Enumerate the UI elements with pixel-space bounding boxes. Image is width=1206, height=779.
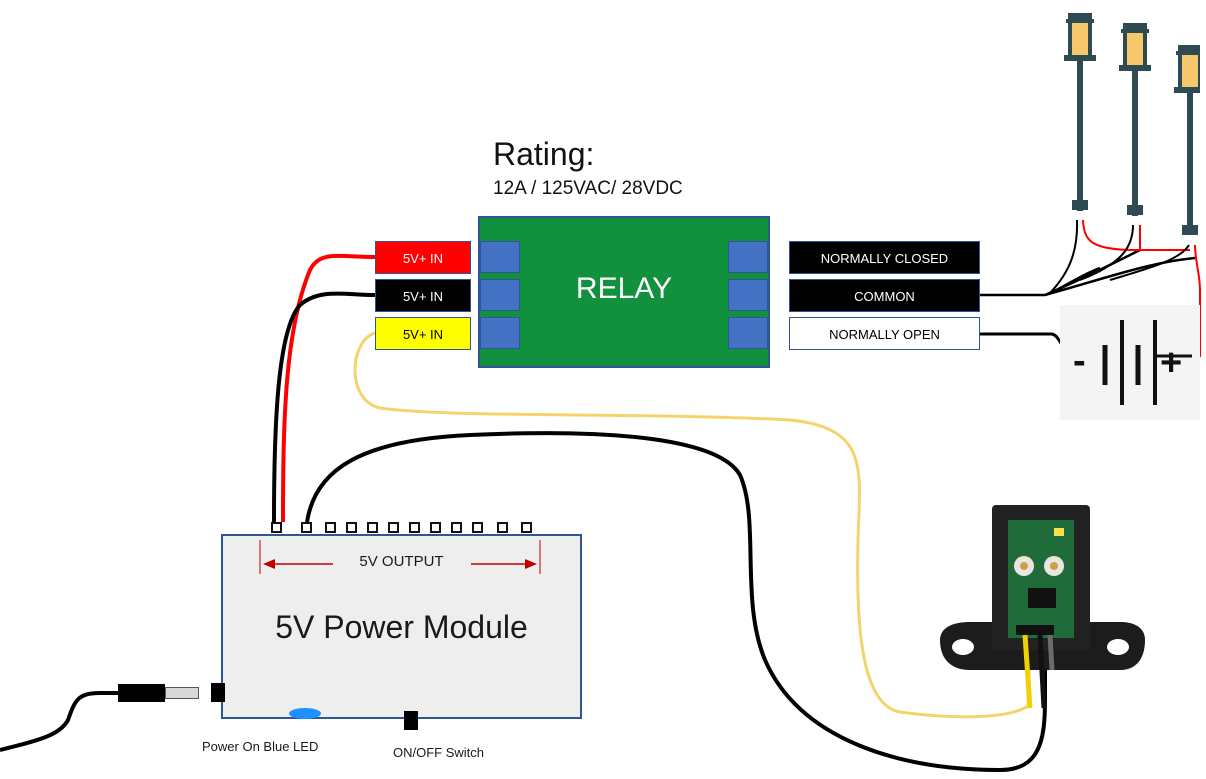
battery-plus: +: [1160, 342, 1183, 384]
output-pin-8: [430, 522, 441, 533]
power-cord: [0, 691, 120, 752]
power-module: [221, 534, 582, 719]
power-led: [289, 708, 321, 719]
power-module-title: 5V Power Module: [275, 609, 528, 645]
output-label-common: COMMON: [789, 279, 980, 312]
rating-title: Rating:: [493, 136, 595, 172]
black-wire-relay: [272, 291, 376, 523]
relay-board: [478, 216, 770, 368]
output-pin-10: [472, 522, 483, 533]
relay-terminal-out-3: [728, 317, 768, 349]
input-label-red: 5V+ IN: [375, 241, 471, 274]
power-switch: [404, 711, 418, 730]
led-caption: Power On Blue LED: [202, 739, 319, 754]
relay-terminal-out-1: [728, 241, 768, 273]
sensor-board-icon: [940, 505, 1145, 709]
battery-minus: -: [1073, 340, 1086, 382]
output-range-arrows: [259, 540, 541, 574]
battery-icon: [1060, 305, 1200, 420]
output-pin-12: [521, 522, 532, 533]
output-label-normally-closed: NORMALLY CLOSED: [789, 241, 980, 274]
output-pin-3: [325, 522, 336, 533]
input-label-yellow: 5V+ IN: [375, 317, 471, 350]
output-pin-6: [388, 522, 399, 533]
street-lamp-icon: [1064, 13, 1200, 235]
output-pin-9: [451, 522, 462, 533]
relay-terminal-in-1: [480, 241, 520, 273]
relay-terminal-out-2: [728, 279, 768, 311]
output-pin-11: [497, 522, 508, 533]
output-pin-5: [367, 522, 378, 533]
relay-label: RELAY: [575, 272, 673, 305]
yellow-wire: [353, 331, 1032, 719]
dc-jack: [211, 683, 225, 702]
dc-plug-icon: [118, 684, 165, 702]
battery-symbol: [1102, 320, 1192, 405]
lamp-black-wires: [1049, 219, 1190, 294]
relay-terminal-in-3: [480, 317, 520, 349]
output-pin-2: [301, 522, 312, 533]
output-pin-1: [271, 522, 282, 533]
output-label: 5V OUTPUT: [359, 553, 444, 570]
output-pin-4: [346, 522, 357, 533]
rating-value: 12A / 125VAC/ 28VDC: [493, 178, 683, 199]
switch-caption: ON/OFF Switch: [393, 745, 485, 760]
common-wire: [980, 248, 1196, 297]
black-wire-sensor: [305, 431, 1047, 773]
output-label-normally-open: NORMALLY OPEN: [789, 317, 980, 350]
relay-terminal-in-2: [480, 279, 520, 311]
input-label-black: 5V+ IN: [375, 279, 471, 312]
dc-plug-tip: [165, 687, 199, 699]
lamp-red-wires: [1082, 219, 1201, 357]
output-pin-7: [409, 522, 420, 533]
